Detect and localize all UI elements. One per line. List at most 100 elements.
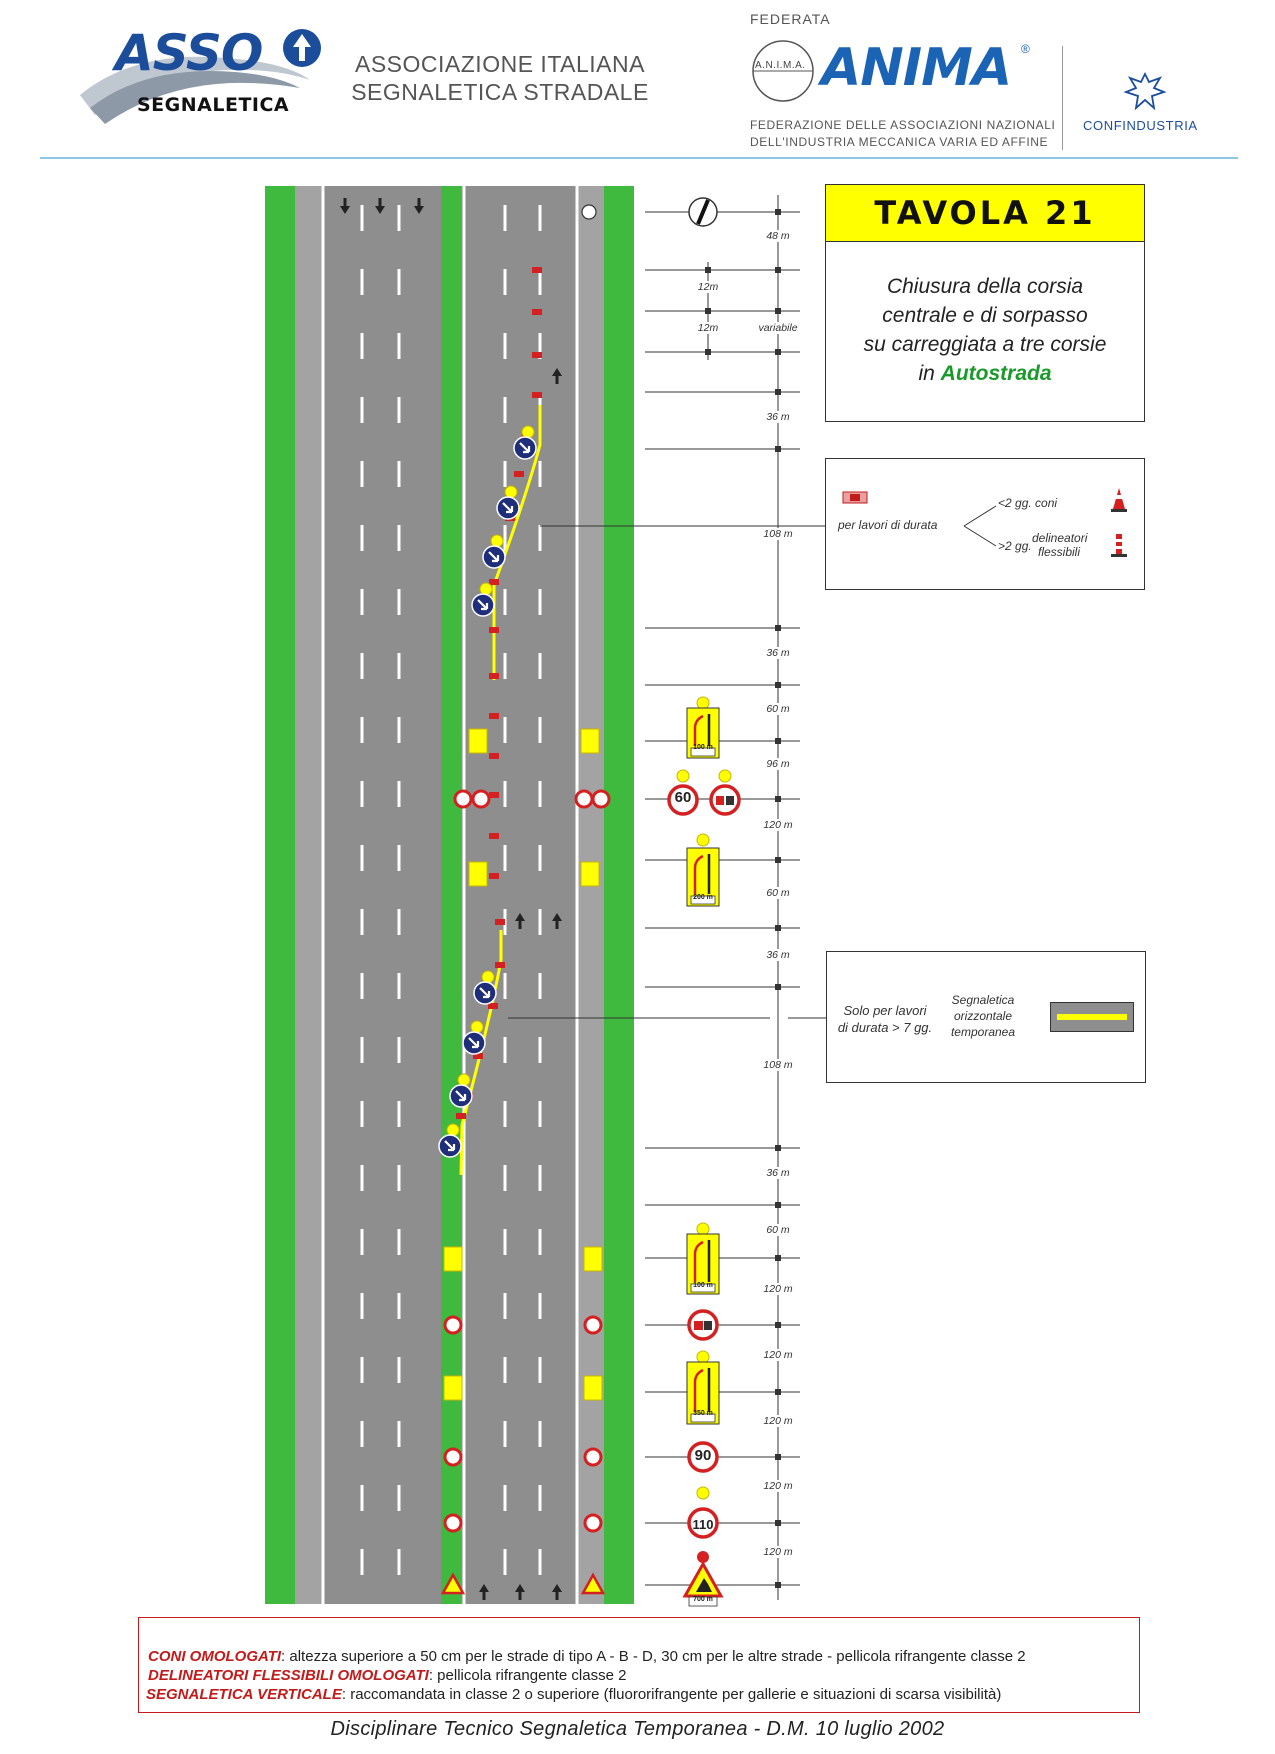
legend-box — [138, 1617, 1140, 1713]
lane-dash — [360, 781, 364, 807]
duration-long-line-1: delineatori — [1032, 531, 1088, 545]
lane-dash — [360, 1421, 364, 1447]
lane-dash — [503, 653, 507, 679]
temp-marking-line — [1057, 1014, 1127, 1020]
barrier-icon — [532, 267, 542, 273]
lane-dash — [397, 973, 401, 999]
scale-node — [775, 1454, 781, 1460]
association-name: ASSOCIAZIONE ITALIANA SEGNALETICA STRADA… — [350, 50, 650, 106]
lane-dash — [538, 269, 542, 295]
lane-dash — [360, 1357, 364, 1383]
lane-dash — [397, 461, 401, 487]
barrier-icon — [495, 962, 505, 968]
sign-lamp-icon — [676, 769, 690, 783]
lane-dash — [503, 205, 507, 231]
distance-label: 36 m — [750, 411, 806, 423]
scale-node — [775, 984, 781, 990]
lane-dash — [538, 1485, 542, 1511]
header-vertical-divider — [1062, 46, 1063, 150]
no-truck-overtaking-sign-icon — [687, 1309, 719, 1341]
temp-marking-swatch — [1050, 1002, 1134, 1032]
anima-circle-icon — [752, 40, 814, 102]
lane-dash — [360, 333, 364, 359]
warning-light-icon — [583, 1513, 603, 1533]
keep-right-sign-icon — [462, 1020, 486, 1055]
lane-dash — [538, 1293, 542, 1319]
flashing-light-icon — [583, 1246, 603, 1272]
footer-title: Disciplinare Tecnico Segnaletica Tempora… — [330, 1718, 945, 1740]
up-arrow-icon — [552, 913, 562, 929]
anima-logo: A.N.I.M.A. ANIMA ® — [745, 38, 1045, 108]
legend-delineatori-text: : pellicola rifrangente classe 2 — [428, 1667, 627, 1684]
scale-node — [775, 1255, 781, 1261]
panel-350-label: 350 m — [693, 1410, 713, 1417]
sign-lamp-icon — [696, 1486, 710, 1500]
lane-dash — [360, 1293, 364, 1319]
distance-label: 36 m — [750, 1167, 806, 1179]
red-lamp-icon — [697, 1551, 709, 1563]
keep-right-sign-icon — [513, 425, 537, 460]
distance-label: 96 m — [750, 758, 806, 770]
scale-node — [775, 349, 781, 355]
scale-node — [775, 925, 781, 931]
temp-left-line-2: di durata > 7 gg. — [837, 1020, 933, 1035]
lane-dash — [538, 1101, 542, 1127]
warning-light-icon — [443, 1447, 463, 1467]
lane-dash — [503, 1421, 507, 1447]
duration-short: <2 gg. coni — [998, 496, 1058, 510]
distance-label: 48 m — [750, 230, 806, 242]
temporary-marking-box: Solo per lavori di durata > 7 gg. Segnal… — [826, 951, 1146, 1083]
lane-dash — [538, 205, 542, 231]
tavola-line-3: su carreggiata a tre corsie — [863, 333, 1107, 356]
barrier-icon — [489, 673, 499, 679]
distance-label: 120 m — [750, 819, 806, 831]
scale-node — [775, 1582, 781, 1588]
legend-delineatori: DELINEATORI FLESSIBILI OMOLOGATI: pellic… — [148, 1666, 626, 1685]
lane-dash — [360, 973, 364, 999]
scale-node — [775, 1322, 781, 1328]
scale-node — [775, 209, 781, 215]
scale-node — [775, 1145, 781, 1151]
lane-dash — [503, 717, 507, 743]
flashing-light-icon — [468, 861, 488, 887]
asso-logo: ASSO SEGNALETICA — [75, 20, 325, 130]
anima-logo-text: ANIMA — [821, 38, 1012, 98]
lane-dash — [397, 1549, 401, 1575]
keep-right-sign-icon — [471, 582, 495, 617]
lane-dash — [360, 1485, 364, 1511]
distance-label: 36 m — [750, 647, 806, 659]
lane-dash — [397, 717, 401, 743]
lane-dash — [538, 1037, 542, 1063]
down-arrow-icon — [340, 198, 350, 214]
distance-label: 60 m — [750, 1224, 806, 1236]
lane-dash — [360, 717, 364, 743]
duration-box: per lavori di durata <2 gg. coni >2 gg. … — [825, 458, 1145, 590]
lane-dash — [503, 1165, 507, 1191]
lane-dash — [503, 525, 507, 551]
scale-node — [775, 857, 781, 863]
taper-lower — [438, 919, 505, 1176]
anima-small-text: A.N.I.M.A. — [755, 60, 806, 71]
scale-node — [775, 1202, 781, 1208]
lane-dash — [503, 1101, 507, 1127]
lane-dash — [360, 1037, 364, 1063]
keep-right-sign-icon — [482, 534, 506, 569]
scale-lines — [645, 195, 800, 1600]
lane-dash — [503, 269, 507, 295]
lane-dash — [397, 909, 401, 935]
keep-right-sign-icon — [473, 970, 497, 1005]
lane-dash — [397, 525, 401, 551]
lane-dash — [397, 333, 401, 359]
tavola-highlight: Autostrada — [940, 362, 1052, 385]
barrier-icon — [489, 579, 499, 585]
tavola-line-4: in Autostrada — [826, 359, 1144, 388]
scale-node — [775, 267, 781, 273]
distance-label: 12m — [680, 281, 736, 293]
anima-subtitle: FEDERAZIONE DELLE ASSOCIAZIONI NAZIONALI… — [750, 117, 1055, 151]
barrier-icon — [489, 627, 499, 633]
lane-dash — [538, 1357, 542, 1383]
flashing-light-icon — [583, 1375, 603, 1401]
lane-dash — [360, 653, 364, 679]
duration-long-line-2: flessibili — [1038, 545, 1081, 559]
scale-node — [775, 446, 781, 452]
